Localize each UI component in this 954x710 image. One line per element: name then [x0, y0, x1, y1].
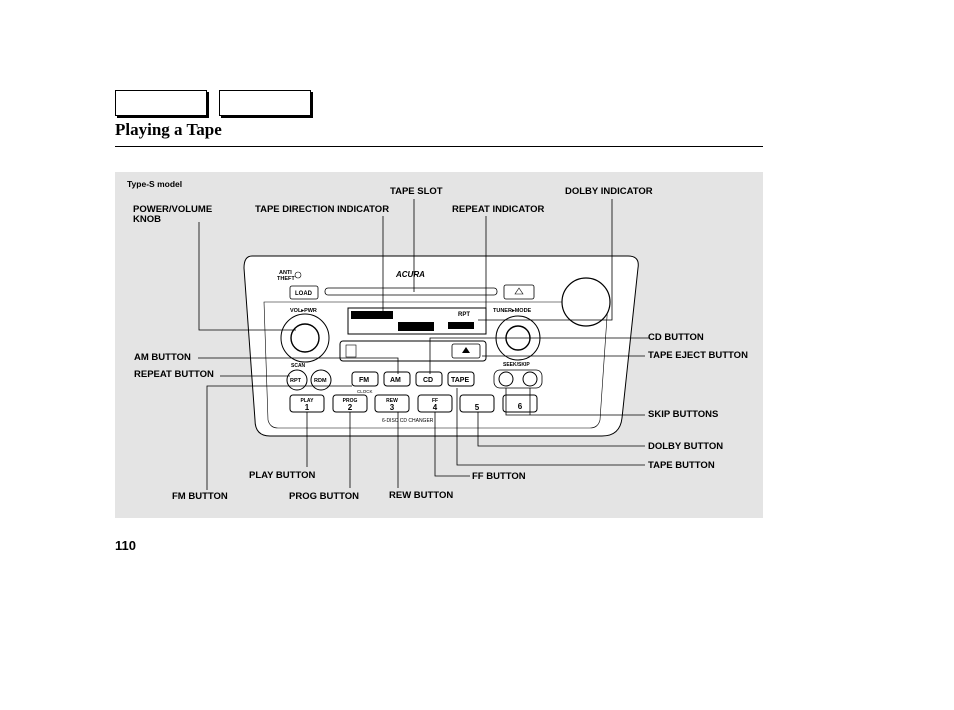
svg-text:SEEK/SKIP: SEEK/SKIP [503, 362, 530, 368]
title-rule [115, 146, 763, 147]
fm-button-label: FM BUTTON [172, 491, 228, 502]
am-button-label: AM BUTTON [134, 352, 191, 363]
svg-text:2: 2 [348, 403, 353, 412]
tuner-mode-text: TUNER▸MODE [493, 308, 532, 314]
play-button-label: PLAY BUTTON [249, 470, 316, 481]
svg-text:THEFT: THEFT [277, 276, 295, 282]
vol-pwr-text: VOL▸PWR [290, 308, 317, 314]
svg-text:RPT: RPT [290, 378, 302, 384]
svg-text:RDM: RDM [314, 378, 327, 384]
cd-button-label: CD BUTTON [648, 332, 704, 343]
svg-text:PROG: PROG [343, 398, 358, 404]
svg-text:REW: REW [386, 398, 398, 404]
model-label: Type-S model [127, 179, 183, 189]
scan-text: SCAN [291, 363, 306, 369]
page-title: Playing a Tape [115, 120, 222, 139]
repeat-button-label: REPEAT BUTTON [134, 369, 214, 380]
tape-button-label: TAPE BUTTON [648, 460, 715, 471]
tape-eject-button-label: TAPE EJECT BUTTON [648, 350, 748, 361]
tape-direction-indicator-label: TAPE DIRECTION INDICATOR [255, 204, 390, 215]
svg-text:TAPE: TAPE [451, 377, 469, 384]
load-text: LOAD [295, 291, 313, 297]
svg-text:PLAY: PLAY [301, 398, 315, 404]
skip-buttons-label: SKIP BUTTONS [648, 409, 719, 420]
svg-text:3: 3 [390, 403, 395, 412]
ff-button-label: FF BUTTON [472, 471, 526, 482]
svg-text:FM: FM [359, 377, 369, 384]
svg-text:CLOCK: CLOCK [357, 389, 373, 394]
svg-text:1: 1 [305, 403, 310, 412]
rew-button-label: REW BUTTON [389, 490, 454, 501]
svg-text:CD: CD [423, 377, 433, 384]
power-volume-knob-label: POWER/VOLUME KNOB [133, 204, 213, 225]
svg-text:FF: FF [432, 398, 438, 404]
dolby-button-label: DOLBY BUTTON [648, 441, 724, 452]
svg-text:6: 6 [518, 402, 523, 411]
svg-text:6-DISC CD CHANGER: 6-DISC CD CHANGER [382, 418, 434, 424]
repeat-indicator-label: REPEAT INDICATOR [452, 204, 545, 215]
header-tab-1[interactable] [115, 90, 207, 116]
svg-text:RPT: RPT [458, 312, 470, 318]
header-tab-2[interactable] [219, 90, 311, 116]
tape-slot-label: TAPE SLOT [390, 186, 443, 197]
svg-text:5: 5 [475, 403, 480, 412]
prog-button-label: PROG BUTTON [289, 491, 360, 502]
svg-text:4: 4 [433, 403, 438, 412]
page-number: 110 [115, 538, 136, 553]
svg-text:AM: AM [390, 377, 401, 384]
anti-theft-text: ANTI [279, 270, 292, 276]
brand-text: ACURA [395, 270, 425, 279]
dolby-indicator-label: DOLBY INDICATOR [565, 186, 653, 197]
